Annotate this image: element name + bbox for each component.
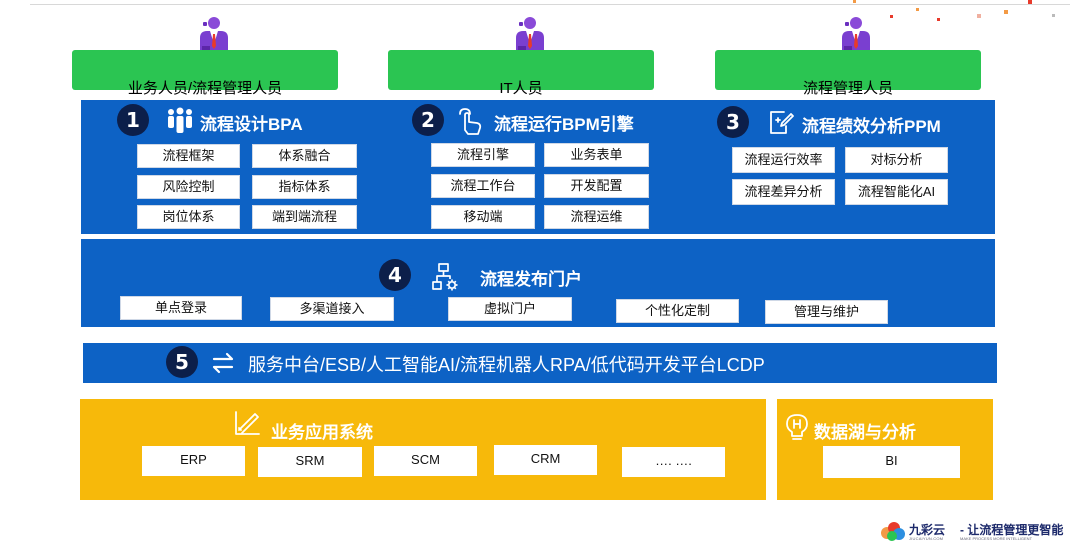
ppm-item: 流程差异分析 bbox=[732, 179, 835, 205]
portal-item: 个性化定制 bbox=[616, 299, 739, 323]
badge-4: 4 bbox=[379, 259, 411, 291]
badge-2: 2 bbox=[412, 104, 444, 136]
badge-1: 1 bbox=[117, 104, 149, 136]
bpa-item: 岗位体系 bbox=[137, 205, 240, 229]
top-divider bbox=[30, 4, 1070, 5]
decor-dot bbox=[937, 18, 940, 21]
bpm-item: 流程工作台 bbox=[431, 174, 535, 198]
brand-domain: JIUCAIYUN.COM bbox=[909, 536, 944, 541]
section-title-datalake: 数据湖与分析 bbox=[814, 423, 916, 442]
exchange-arrows-icon bbox=[212, 352, 234, 374]
brand-slogan: - 让流程管理更智能 bbox=[960, 523, 1064, 537]
bpa-item: 指标体系 bbox=[252, 175, 357, 199]
decor-dot bbox=[1052, 14, 1055, 17]
brand-slogan-en: MAKE PROCESS MORE INTELLIGENT bbox=[960, 536, 1033, 541]
decor-dot bbox=[853, 0, 856, 3]
business-system-item: SRM bbox=[258, 447, 362, 477]
portal-item: 多渠道接入 bbox=[270, 297, 394, 321]
datalake-item: BI bbox=[823, 446, 960, 478]
chart-ruler-icon bbox=[235, 411, 260, 435]
decor-dot bbox=[977, 14, 981, 18]
bpm-item: 开发配置 bbox=[544, 174, 649, 198]
business-system-item: ERP bbox=[142, 446, 245, 476]
panel-platform bbox=[83, 343, 997, 383]
role-it-staff: IT人员 bbox=[388, 50, 654, 97]
ppm-item: 流程智能化AI bbox=[845, 179, 948, 205]
bpa-item: 端到端流程 bbox=[252, 205, 357, 229]
portal-item: 虚拟门户 bbox=[448, 297, 572, 321]
portal-item: 管理与维护 bbox=[765, 300, 888, 324]
bpm-item: 移动端 bbox=[431, 205, 535, 229]
people-group-icon bbox=[168, 107, 192, 133]
bpa-item: 流程框架 bbox=[137, 144, 240, 168]
bpa-item: 体系融合 bbox=[252, 144, 357, 168]
role-business-process-staff: 业务人员/流程管理人员 bbox=[72, 50, 338, 97]
decor-dot bbox=[890, 15, 893, 18]
badge-3: 3 bbox=[717, 106, 749, 138]
flowchart-gear-icon bbox=[432, 263, 458, 291]
section-title-bpa: 流程设计BPA bbox=[200, 115, 303, 134]
section-title-bpm: 流程运行BPM引擎 bbox=[494, 115, 634, 134]
bpm-item: 业务表单 bbox=[544, 143, 649, 167]
portal-item: 单点登录 bbox=[120, 296, 242, 320]
bulb-h-icon bbox=[786, 414, 808, 440]
edit-document-icon bbox=[770, 111, 794, 134]
tap-gesture-icon bbox=[459, 108, 482, 135]
brand-logo-icon bbox=[881, 522, 905, 541]
ppm-item: 流程运行效率 bbox=[732, 147, 835, 173]
ppm-item: 对标分析 bbox=[845, 147, 948, 173]
business-system-item: CRM bbox=[494, 445, 597, 475]
decor-dot bbox=[1004, 10, 1008, 14]
section-title-platform: 服务中台/ESB/人工智能AI/流程机器人RPA/低代码开发平台LCDP bbox=[248, 355, 765, 375]
decor-dot bbox=[916, 8, 919, 11]
section-title-ppm: 流程绩效分析PPM bbox=[802, 117, 941, 136]
role-process-manager: 流程管理人员 bbox=[715, 50, 981, 97]
section-title-business: 业务应用系统 bbox=[271, 423, 373, 442]
bpm-item: 流程运维 bbox=[544, 205, 649, 229]
business-system-item: SCM bbox=[374, 446, 477, 476]
brand-name: 九彩云 bbox=[909, 523, 946, 537]
badge-5: 5 bbox=[166, 346, 198, 378]
section-title-portal: 流程发布门户 bbox=[480, 270, 582, 289]
bpm-item: 流程引擎 bbox=[431, 143, 535, 167]
business-system-item: …. …. bbox=[622, 447, 725, 477]
bpa-item: 风险控制 bbox=[137, 175, 240, 199]
decor-dot bbox=[1028, 0, 1032, 4]
